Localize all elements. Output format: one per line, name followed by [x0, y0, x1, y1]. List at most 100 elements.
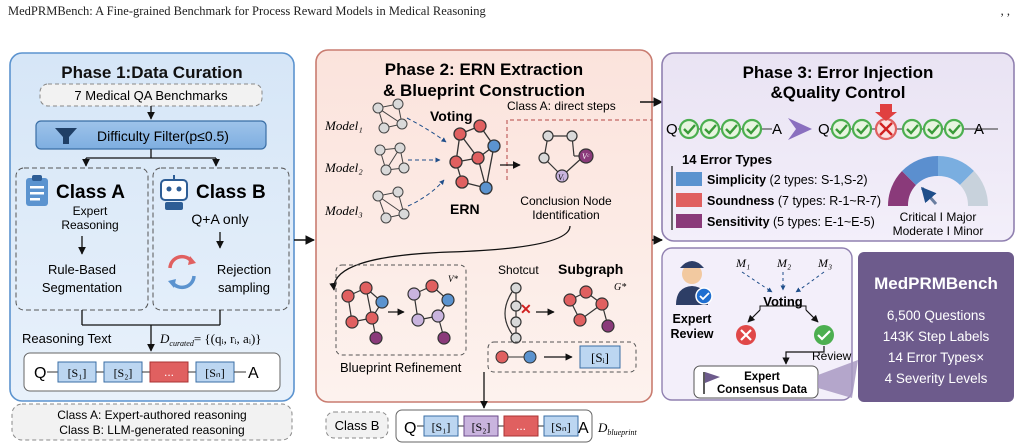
svg-text:...: ...	[516, 419, 526, 433]
phase3-title-2: &Quality Control	[770, 83, 905, 102]
check-chain-2	[830, 118, 965, 140]
vstar-label: V*	[448, 274, 458, 284]
svg-text:Q: Q	[404, 420, 416, 437]
error-types-title: 14 Error Types	[682, 152, 772, 167]
check-marks-2	[835, 124, 961, 135]
conclusion-graph	[538, 130, 594, 183]
cross-icon: ✕	[520, 301, 532, 317]
difficulty-filter-label: Difficulty Filter(p≤0.5)	[97, 128, 229, 144]
to-bench-arrow	[818, 360, 858, 398]
phase2-title-2: & Blueprint Construction	[383, 81, 585, 100]
severity-gauge	[887, 155, 989, 206]
vc-label: Vᶜ	[582, 152, 590, 161]
phase2-panel: Phase 2: ERN Extraction & Blueprint Cons…	[315, 49, 653, 408]
error-chain-q: Q	[666, 121, 678, 138]
expert-review-1: Expert	[673, 312, 713, 326]
severity-line-1: Critical I Major	[900, 210, 977, 224]
soundness-label: Soundness	[707, 194, 774, 208]
rejection-label: Rejection	[217, 262, 271, 277]
sampling-label: sampling	[218, 280, 270, 295]
d-curated-symbol: Dcurated= {(qᵢ, rᵢ, aᵢ)}	[159, 331, 262, 348]
model-3-label: Model₃	[324, 203, 363, 218]
phase1-panel: Phase 1:Data Curation 7 Medical QA Bench…	[9, 52, 295, 402]
blueprint-box	[335, 264, 467, 356]
simplicity-swatch	[676, 172, 702, 186]
svg-text:[Sₙ]: [Sₙ]	[205, 366, 224, 380]
shotcut-graph	[504, 282, 522, 344]
svg-text:[S₁]: [S₁]	[432, 420, 451, 434]
sensitivity-label: Sensitivity	[707, 215, 770, 229]
flag-icon	[703, 372, 720, 394]
phase2-class-b-label: Class B	[335, 418, 380, 433]
review-panel: Expert Review M₁ M₂ M₃ Voting Review Exp…	[661, 247, 853, 401]
paper-header-right: , ,	[1000, 4, 1010, 18]
legend-class-a: Class A: Expert-authored reasoning	[57, 408, 246, 422]
expert-review-2: Review	[670, 327, 713, 341]
phase3-title-1: Phase 3: Error Injection	[743, 63, 934, 82]
bench-stat-4: 4 Severity Levels	[885, 371, 988, 386]
model-2-graph	[374, 142, 410, 176]
conclusion-label-1: Conclusion Node	[520, 194, 612, 208]
doctor-icon	[676, 261, 713, 305]
error-chain-a: A	[772, 121, 782, 138]
soundness-swatch	[676, 193, 702, 207]
chain-q: Q	[34, 365, 46, 382]
class-a-sub1: Expert	[73, 204, 108, 218]
node-mapping-box	[487, 341, 637, 373]
severity-line-2: Moderate I Minor	[893, 224, 984, 238]
reasoning-text-label: Reasoning Text	[22, 331, 112, 346]
check-chain-1	[678, 118, 763, 140]
chain-a: A	[248, 365, 259, 382]
class-b-title: Class B	[196, 182, 266, 203]
svg-text:[Sᵢ]: [Sᵢ]	[591, 350, 609, 365]
ern-graph	[449, 119, 501, 195]
bench-title: MedPRMBench	[874, 274, 998, 293]
bench-stat-1: 6,500 Questions	[887, 308, 986, 323]
m3-label: M₃	[817, 256, 832, 270]
class-a-sub2: Reasoning	[61, 218, 118, 232]
robot-icon	[160, 175, 188, 210]
svg-text:Sensitivity (5 types: E-1~E-5): Sensitivity (5 types: E-1~E-5)	[707, 215, 875, 229]
bench-stat-3: 14 Error Types×	[888, 350, 984, 365]
funnel-icon	[55, 128, 77, 144]
paper-header: MedPRMBench: A Fine-grained Benchmark fo…	[8, 4, 486, 18]
gstar-label: G*	[614, 282, 626, 293]
bench-summary: MedPRMBench 6,500 Questions 143K Step La…	[858, 252, 1014, 402]
svg-text:A: A	[974, 121, 984, 138]
phase1-legend-box	[11, 403, 293, 441]
subgraph-graph	[563, 285, 615, 333]
phase3-panel: Phase 3: Error Injection &Quality Contro…	[661, 52, 1015, 242]
svg-text:[S₂]: [S₂]	[114, 366, 133, 380]
chain-transform-arrow	[788, 118, 812, 140]
bench-stat-2: 143K Step Labels	[883, 329, 990, 344]
clipboard-icon	[26, 175, 48, 206]
blueprint-graph-2	[407, 279, 455, 345]
svg-text:Soundness (7 types: R-1~R-7): Soundness (7 types: R-1~R-7)	[707, 194, 881, 208]
review-voting-label: Voting	[763, 294, 803, 309]
injection-arrow-icon	[875, 104, 897, 121]
blueprint-graph-1	[341, 281, 389, 345]
class-a-direct-label: Class A: direct steps	[507, 99, 616, 113]
model-1-label: Model₁	[324, 118, 363, 133]
error-x-icon	[879, 122, 893, 136]
phase2-class-b-box	[325, 411, 389, 439]
consensus-label-2: Consensus Data	[717, 384, 808, 396]
class-b-sub: Q+A only	[191, 211, 248, 227]
model-3-graph	[372, 186, 410, 224]
d-blueprint-symbol: Dblueprint	[597, 420, 638, 437]
svg-text:A: A	[578, 420, 589, 437]
si-step-box	[579, 345, 621, 369]
subgraph-label: Subgraph	[558, 261, 623, 277]
class-a-title: Class A	[56, 182, 125, 203]
consensus-label-1: Expert	[744, 371, 780, 383]
svg-text:Q: Q	[818, 121, 830, 138]
svg-text:[S₂]: [S₂]	[472, 420, 491, 434]
m2-label: M₂	[776, 256, 791, 270]
model-1-graph	[372, 98, 408, 134]
model-2-label: Model₂	[324, 160, 363, 175]
class-b-box	[152, 167, 290, 311]
benchmarks-label: 7 Medical QA Benchmarks	[74, 88, 228, 103]
svg-text:...: ...	[164, 365, 174, 379]
sensitivity-swatch	[676, 214, 702, 228]
svg-text:[Sₙ]: [Sₙ]	[551, 420, 570, 434]
